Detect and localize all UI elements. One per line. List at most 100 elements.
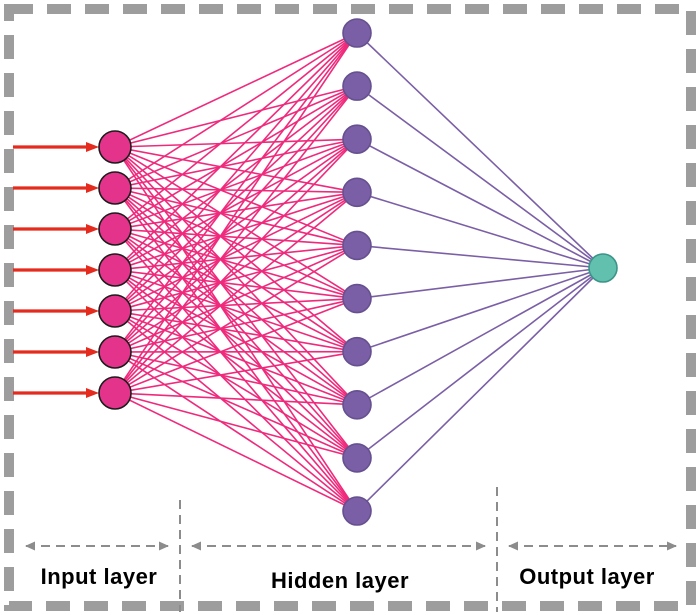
hidden-layer-nodes xyxy=(342,18,372,526)
input-to-hidden-edge xyxy=(114,187,358,406)
hidden-node xyxy=(342,443,372,473)
input-to-hidden-edge xyxy=(114,297,358,312)
input-to-hidden-edge xyxy=(114,228,358,406)
input-arrows xyxy=(13,142,99,398)
input-to-hidden-edge xyxy=(114,191,358,394)
hidden-to-output-edge xyxy=(356,267,604,300)
input-to-hidden-edge xyxy=(114,32,358,394)
hidden-node xyxy=(342,336,372,367)
input-to-hidden-edge xyxy=(114,146,358,247)
input-to-hidden-edge xyxy=(114,146,358,194)
input-to-hidden-edge xyxy=(114,138,358,271)
input-to-hidden-edge xyxy=(114,191,358,353)
input-to-hidden-edge xyxy=(114,191,358,271)
hidden-to-output-edge xyxy=(356,244,604,269)
input-to-hidden-edge xyxy=(114,228,358,247)
hidden-node xyxy=(342,389,372,420)
input-to-hidden-edge xyxy=(114,85,358,148)
hidden-node xyxy=(342,283,372,314)
input-to-hidden-edge xyxy=(114,85,358,189)
input-to-hidden-edge xyxy=(114,85,358,353)
input-to-hidden-edge xyxy=(114,351,358,406)
hidden-to-output-edge xyxy=(356,85,604,269)
input-to-hidden-edge xyxy=(114,297,358,394)
input-to-hidden-edge xyxy=(114,310,358,353)
input-to-hidden-edge xyxy=(114,187,358,300)
hidden-to-output-edge xyxy=(356,32,604,269)
input-to-hidden-edge xyxy=(114,32,358,189)
input-to-hidden-edge xyxy=(114,85,358,312)
input-to-hidden-edge xyxy=(114,310,358,459)
input-to-hidden-edge xyxy=(114,187,358,247)
hidden-to-output-edge xyxy=(356,138,604,269)
input-to-hidden-edge xyxy=(114,269,358,459)
input-to-hidden-edge xyxy=(114,350,358,394)
input-to-hidden-edge xyxy=(114,310,358,406)
input-to-hidden-edge xyxy=(114,392,358,459)
input-to-hidden-edge xyxy=(114,187,358,512)
hidden-output-connections xyxy=(356,32,604,512)
hidden-layer-label: Hidden layer xyxy=(271,568,409,593)
hidden-to-output-edge xyxy=(356,267,604,353)
input-to-hidden-edge xyxy=(114,32,358,312)
hidden-node xyxy=(342,230,372,261)
input-to-hidden-edge xyxy=(114,269,358,300)
output-node xyxy=(588,253,618,283)
input-to-hidden-edge xyxy=(114,146,358,406)
input-to-hidden-edge xyxy=(114,187,358,194)
input-hidden-connections xyxy=(114,32,358,512)
hidden-node xyxy=(342,71,372,101)
input-to-hidden-edge xyxy=(114,244,358,394)
input-to-hidden-edge xyxy=(114,187,358,353)
input-to-hidden-edge xyxy=(114,138,358,148)
input-to-hidden-edge xyxy=(114,32,358,271)
hidden-to-output-edge xyxy=(356,267,604,406)
input-to-hidden-edge xyxy=(114,191,358,230)
input-to-hidden-edge xyxy=(114,351,358,459)
input-to-hidden-edge xyxy=(114,146,358,353)
input-to-hidden-edge xyxy=(114,85,358,394)
output-layer-nodes xyxy=(588,253,618,283)
input-layer-label: Input layer xyxy=(41,564,158,589)
input-to-hidden-edge xyxy=(114,85,358,230)
input-to-hidden-edge xyxy=(114,138,358,230)
input-node xyxy=(98,335,132,369)
input-to-hidden-edge xyxy=(114,32,358,148)
input-to-hidden-edge xyxy=(114,138,358,353)
hidden-node xyxy=(342,124,372,155)
input-node xyxy=(98,376,132,410)
input-to-hidden-edge xyxy=(114,146,358,300)
hidden-to-output-edge xyxy=(356,267,604,459)
input-node xyxy=(98,294,132,328)
input-to-hidden-edge xyxy=(114,392,358,406)
input-to-hidden-edge xyxy=(114,269,358,353)
input-to-hidden-edge xyxy=(114,138,358,189)
input-to-hidden-edge xyxy=(114,228,358,353)
input-to-hidden-edge xyxy=(114,392,358,512)
input-to-hidden-edge xyxy=(114,146,358,512)
hidden-node xyxy=(342,18,372,48)
output-layer-label: Output layer xyxy=(519,564,655,589)
input-to-hidden-edge xyxy=(114,351,358,512)
input-node xyxy=(98,253,132,287)
input-to-hidden-edge xyxy=(114,228,358,459)
hidden-to-output-edge xyxy=(356,191,604,269)
input-to-hidden-edge xyxy=(114,228,358,300)
input-to-hidden-edge xyxy=(114,32,358,353)
input-to-hidden-edge xyxy=(114,187,358,459)
input-to-hidden-edge xyxy=(114,269,358,512)
input-to-hidden-edge xyxy=(114,310,358,512)
hidden-node xyxy=(342,177,372,208)
layer-span-axis xyxy=(25,487,677,612)
input-to-hidden-edge xyxy=(114,138,358,394)
hidden-node xyxy=(342,496,372,526)
input-to-hidden-edge xyxy=(114,228,358,512)
input-node xyxy=(98,212,132,246)
input-to-hidden-edge xyxy=(114,138,358,312)
input-node xyxy=(98,171,132,205)
input-to-hidden-edge xyxy=(114,269,358,406)
figure-dashed-border xyxy=(4,4,696,611)
hidden-to-output-edge xyxy=(356,267,604,512)
input-layer-nodes xyxy=(98,130,132,410)
